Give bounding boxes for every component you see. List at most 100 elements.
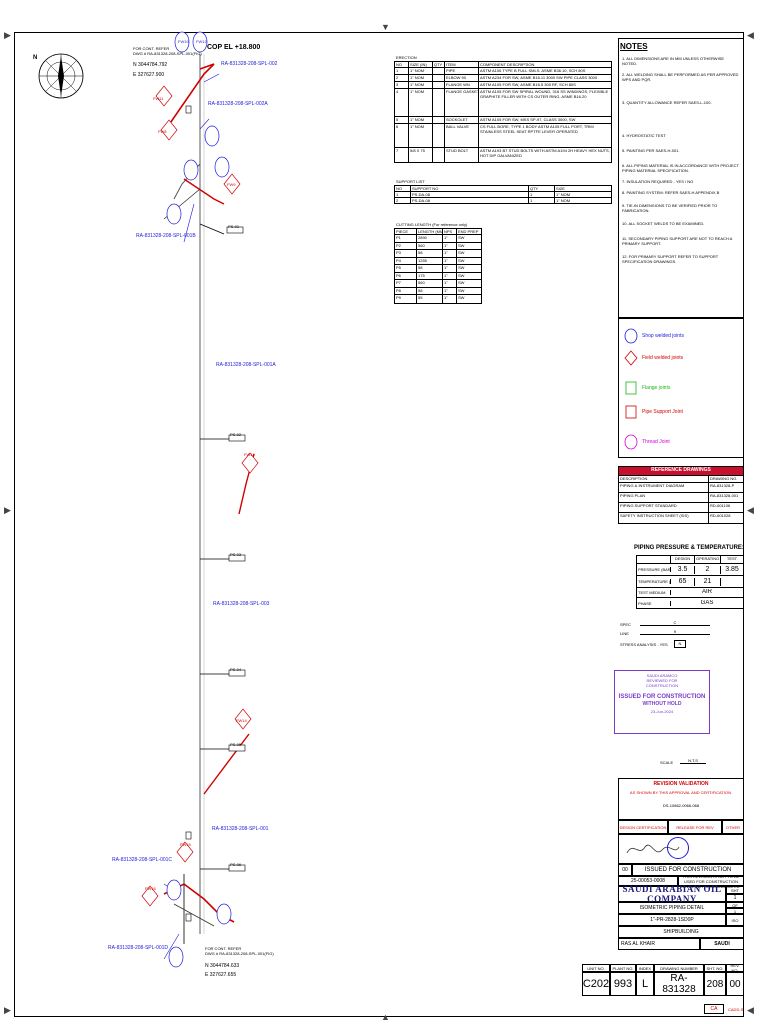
scale-value: N.T.S: [680, 758, 706, 764]
cop-elevation: COP EL +18.800: [207, 44, 261, 51]
rev-no-header: REV. NO.: [726, 963, 744, 973]
bottom-easting: E 327627.655: [205, 972, 237, 978]
thread-joint-icon: [624, 434, 638, 450]
notes-list: 1. ALL DIMENSIONS ARE IN MM UNLESS OTHER…: [622, 56, 740, 264]
top-northing: N 3044784.792: [133, 62, 168, 68]
design-certification: DESIGN CERTIFICATION: [618, 820, 668, 834]
table-row: 1 PS-DA-08 1 1" NOM: [395, 192, 611, 198]
revision-panel: REVISION VALIDATION AS SHOWN BY THIS APP…: [618, 778, 744, 820]
note-item: 7. INSULATION REQUIRED - YES / NO: [622, 179, 694, 184]
weld-tag: FW13: [244, 452, 255, 457]
legend-pipe-support: Pipe Support Joint: [624, 404, 683, 420]
line-number: 1"-PR-2828-1SD0P: [618, 914, 726, 926]
top-easting: E 327627.900: [133, 72, 165, 78]
support-tag: PS-01: [228, 224, 240, 229]
reference-header: DESCRIPTION DRAWING NO.: [619, 476, 743, 483]
cadd-label: CADD-S: [728, 1007, 744, 1012]
note-item: 9. TIE-IN DIMENSIONS TO BE VERIFIED PRIO…: [622, 203, 718, 213]
table-row: 2 1" NOM ELBOW 90 ASTM A234 FOR SW, ASME…: [395, 75, 611, 82]
bottom-center-mark: ▲: [381, 1012, 390, 1022]
of-value: 1: [726, 908, 744, 914]
unit-no: C202: [582, 972, 610, 996]
sheet-number: 208: [704, 972, 726, 996]
spool-label: RA-831328-208-SPL-001: [212, 826, 269, 832]
support-tag: PS-03: [230, 552, 242, 557]
drawing-number-header: DRAWING NUMBER: [654, 964, 704, 972]
scale-label: SCALE: [660, 760, 674, 765]
field-weld-icon: [624, 350, 638, 366]
table-row: 5 1" NOM SOCKOLET ASTM A105 FOR SW, MSS …: [395, 117, 611, 124]
drawing-number: RA-831328: [654, 972, 704, 996]
corner-mark: ▶: [4, 1005, 11, 1015]
iso-label: ISO: [726, 914, 744, 926]
spool-label: RA-831328-208-SPL-001A: [216, 362, 276, 368]
top-center-mark: ▼: [381, 22, 390, 32]
support-list-header: NO SUPPORT NO QTY SIZE: [395, 186, 611, 192]
revision-number: 00: [726, 972, 744, 996]
of-label: OF: [726, 902, 744, 908]
table-row: TEST MEDIUM AIR: [637, 588, 743, 598]
rev-number: 00: [618, 864, 632, 876]
stress-value: N: [674, 640, 686, 648]
legend-shop-weld: Shop welded joints: [624, 328, 684, 344]
pressure-table: DESIGN OPERATING TEST PRESSURE (BARG) 3.…: [636, 555, 744, 609]
support-tag: PS-02: [230, 432, 242, 437]
weld-tag: FW11: [153, 96, 164, 101]
support-list-title: SUPPORT LIST: [396, 179, 425, 184]
spool-label: RA-831328-208-SPL-003: [213, 601, 270, 607]
note-item: 5. PAINTING PER SAES-H-001.: [622, 148, 680, 153]
weld-tag: FW16: [145, 886, 156, 891]
top-continuation-note: FOR CONT. REFER DWG # RA-831328-208-SPL-…: [133, 46, 202, 56]
job-order-number: 25-00053-0008: [618, 876, 678, 886]
drawing-title: ISOMETRIC PIPING DETAIL: [618, 902, 726, 914]
ca-label: CA: [704, 1004, 724, 1014]
weld-tag: FW8: [158, 129, 167, 134]
construction-stamp: SAUDI ARAMCO REVIEWED FOR CONSTRUCTION I…: [614, 670, 710, 734]
table-row: 2 PS-DA-08 1 1" NOM: [396, 198, 571, 203]
bottom-northing: N 3044784.633: [205, 963, 240, 969]
spool-label: RA-831328-208-SPL-002A: [208, 101, 268, 107]
sheet-value: 1: [726, 894, 744, 902]
reference-table: REFERENCE DRAWINGS DESCRIPTION DRAWING N…: [618, 466, 744, 524]
note-item: 8. PAINTING SYSTEM: REFER SAES-H APPENDI…: [622, 190, 720, 195]
table-row: 6 1" NOM BALL VALVE CS FULL BORE, TYPE 1…: [395, 124, 611, 148]
table-row: PHASE GAS: [638, 599, 714, 606]
bom-table: NO SIZE (IN) QTY ITEM COMPONENT DESCRIPT…: [394, 61, 612, 163]
spec-label: SPEC: [620, 622, 631, 627]
note-item: 12. FOR PRIMARY SUPPORT REFER TO SUPPORT…: [622, 254, 719, 264]
spool-label: RA-831328-208-SPL-001D: [108, 945, 169, 951]
compass-rose: [38, 53, 84, 99]
corner-mark: ◀: [747, 30, 754, 40]
issue-status: ISSUED FOR CONSTRUCTION: [632, 864, 744, 876]
line-label: LINE: [620, 631, 629, 636]
pressure-header: DESIGN OPERATING TEST: [637, 556, 743, 564]
corner-mark: ◀: [747, 1005, 754, 1015]
country-name: SAUDI: [700, 938, 744, 950]
sheet-no-header: SHT. NO.: [704, 964, 726, 972]
bom-title: ERECTION: [396, 55, 417, 60]
spool-label: RA-831328-208-SPL-002: [221, 61, 278, 67]
table-row: 1 1" NOM PIPE ASTM A106 TYPE B FULL SMLS…: [395, 68, 611, 75]
reference-title: REFERENCE DRAWINGS: [619, 467, 743, 476]
legend-panel: [618, 318, 744, 458]
table-row: 3 1" NOM FLANGE WN ASTM A105 FOR SW, ASM…: [395, 82, 611, 89]
bottom-continuation-note: FOR CONT. REFER DWG # RA-831328-208-SPL-…: [205, 946, 274, 956]
compass-north-label: N: [33, 55, 38, 61]
legend-flange-joint: Flange joints: [624, 380, 670, 396]
table-row: 7 5/8 X 75 STUD BOLT ASTM A193 B7 STUD B…: [395, 148, 611, 162]
pipe-support-icon: [625, 405, 637, 419]
company-name: SAUDI ARABIAN OIL COMPANY: [618, 884, 726, 904]
unit-no-header: UNIT NO.: [582, 964, 610, 972]
facility-name: SHIPBUILDING: [618, 926, 744, 938]
note-item: 3. QUANTITY ALLOWANCE REFER SAES-L-100.: [622, 100, 712, 105]
weld-tag: FW12: [196, 39, 207, 44]
stress-label: STRESS ANALYSIS - YES: [620, 642, 668, 647]
plant-no: 993: [610, 972, 636, 996]
